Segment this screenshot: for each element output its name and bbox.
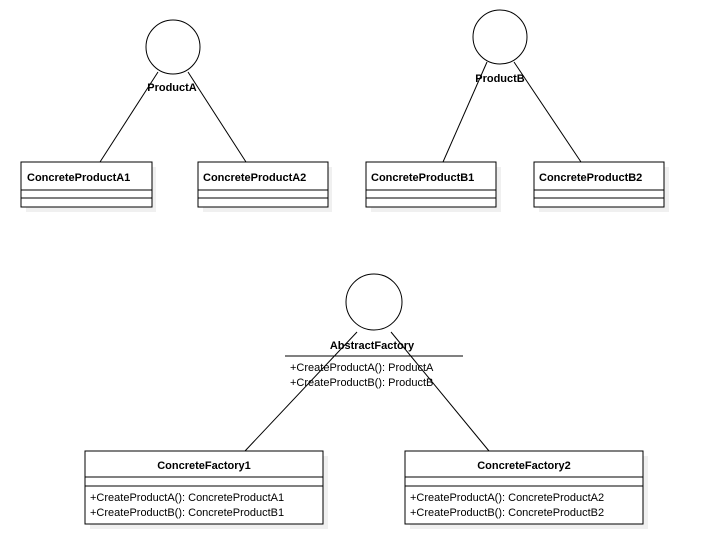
interface-abstractfactory-circle <box>345 273 403 331</box>
class-box <box>404 450 644 525</box>
class-method-2: +CreateProductB(): ConcreteProductB1 <box>90 507 284 519</box>
interface-producta-circle <box>145 19 201 75</box>
class-concretefactory2[interactable]: ConcreteFactory2 +CreateProductA(): Conc… <box>404 450 648 529</box>
class-name: ConcreteProductB1 <box>371 172 474 184</box>
interface-abstractfactory[interactable]: AbstractFactory +CreateProductA(): Produ… <box>285 273 463 389</box>
interface-abstractfactory-method-2: +CreateProductB(): ProductB <box>290 377 433 389</box>
realization-line-cpb1-productb <box>442 61 488 163</box>
class-name: ConcreteProductB2 <box>539 172 642 184</box>
realization-line-cpa2-producta <box>187 71 247 163</box>
realization-line-cf1-abstractfactory <box>244 331 358 452</box>
class-name: ConcreteFactory1 <box>157 460 251 472</box>
interface-productb[interactable]: ProductB <box>472 9 528 85</box>
interface-abstractfactory-method-1: +CreateProductA(): ProductA <box>290 362 434 374</box>
class-concreteproducta2[interactable]: ConcreteProductA2 <box>197 161 332 212</box>
class-method-1: +CreateProductA(): ConcreteProductA2 <box>410 492 604 504</box>
class-name: ConcreteProductA1 <box>27 172 130 184</box>
realization-line-cf2-abstractfactory <box>390 331 490 452</box>
class-method-2: +CreateProductB(): ConcreteProductB2 <box>410 507 604 519</box>
class-box <box>533 161 665 208</box>
interface-productb-circle <box>472 9 528 65</box>
realization-line-cpa1-producta <box>99 71 159 163</box>
interface-productb-name: ProductB <box>475 73 525 85</box>
class-method-1: +CreateProductA(): ConcreteProductA1 <box>90 492 284 504</box>
class-concretefactory1[interactable]: ConcreteFactory1 +CreateProductA(): Conc… <box>84 450 328 529</box>
class-name: ConcreteProductA2 <box>203 172 306 184</box>
class-concreteproductb2[interactable]: ConcreteProductB2 <box>533 161 669 212</box>
realization-lines <box>99 61 582 452</box>
class-box <box>20 161 153 208</box>
class-box <box>365 161 497 208</box>
interface-producta[interactable]: ProductA <box>145 19 201 94</box>
class-name: ConcreteFactory2 <box>477 460 571 472</box>
interface-abstractfactory-name: AbstractFactory <box>330 340 415 352</box>
interface-producta-name: ProductA <box>147 82 197 94</box>
class-box <box>197 161 329 208</box>
class-box <box>84 450 324 525</box>
realization-line-cpb2-productb <box>513 61 582 163</box>
class-concreteproducta1[interactable]: ConcreteProductA1 <box>20 161 156 212</box>
class-concreteproductb1[interactable]: ConcreteProductB1 <box>365 161 501 212</box>
